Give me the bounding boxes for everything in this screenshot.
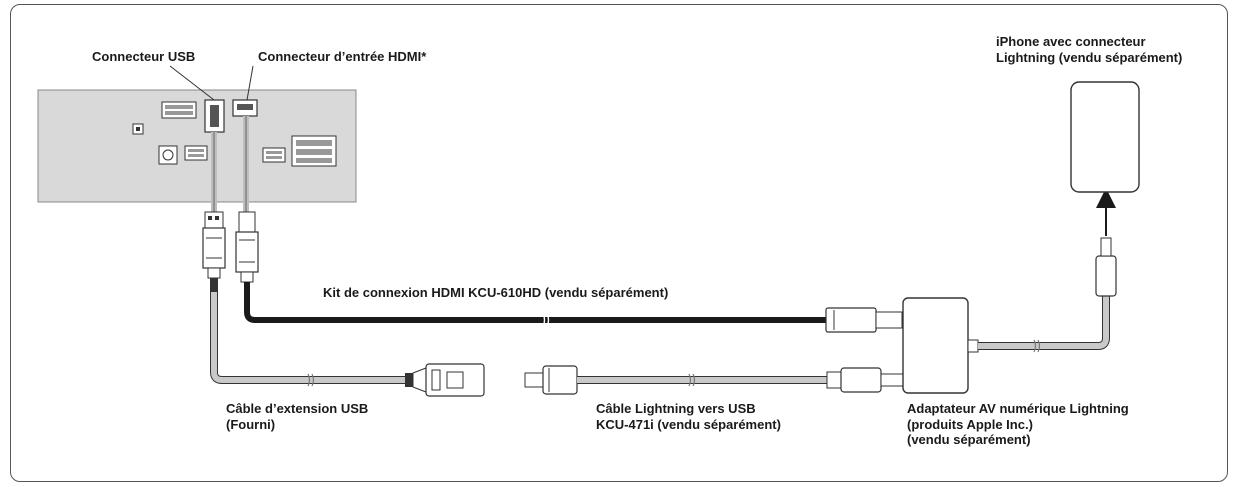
iphone-device [1070, 81, 1140, 193]
hdmi-kit-label: Kit de connexion HDMI KCU-610HD (vendu s… [323, 285, 669, 300]
hdmi-leader-line [246, 65, 254, 101]
lightning-usb-label: Câble Lightning vers USB KCU-471i (vendu… [596, 401, 781, 432]
av-adapter [902, 237, 1117, 394]
harness-connector-left [184, 145, 208, 161]
av-adapter-label-line2: (produits Apple Inc.) [907, 416, 1033, 432]
usb-connector-label: Connecteur USB [92, 49, 196, 64]
hdmi-port [232, 99, 258, 117]
lightning-usb-label-line1: Câble Lightning vers USB [596, 401, 756, 416]
lightning-usb-cable [524, 365, 904, 395]
usb-extension-cable [202, 132, 485, 397]
av-adapter-label-line3: (vendu séparément) [907, 432, 1031, 447]
iphone-label: iPhone avec connecteur Lightning (vendu … [996, 34, 1182, 65]
iphone-label-line1: iPhone avec connecteur [996, 34, 1146, 49]
usb-leader-line [169, 65, 215, 101]
usb-extension-label: Câble d’extension USB (Fourni) [226, 401, 368, 432]
antenna-jack [158, 145, 178, 165]
harness-connector-top [161, 101, 197, 119]
usb-extension-label-line2: (Fourni) [226, 416, 276, 432]
hdmi-connector-label: Connecteur d’entrée HDMI* [258, 49, 427, 64]
lightning-usb-label-line2: KCU-471i (vendu séparément) [596, 416, 781, 432]
av-adapter-label-line1: Adaptateur AV numérique Lightning [907, 401, 1129, 416]
hdmi-cable [235, 116, 903, 333]
head-unit [37, 89, 357, 203]
diagram-frame [10, 4, 1228, 482]
av-adapter-label: Adaptateur AV numérique Lightning (produ… [907, 401, 1129, 448]
harness-connector-right [291, 135, 337, 167]
usb-port [204, 99, 225, 133]
harness-connector-mid [262, 147, 286, 163]
usb-extension-label-line1: Câble d’extension USB [226, 401, 369, 416]
iphone-label-line2: Lightning (vendu séparément) [996, 49, 1183, 65]
